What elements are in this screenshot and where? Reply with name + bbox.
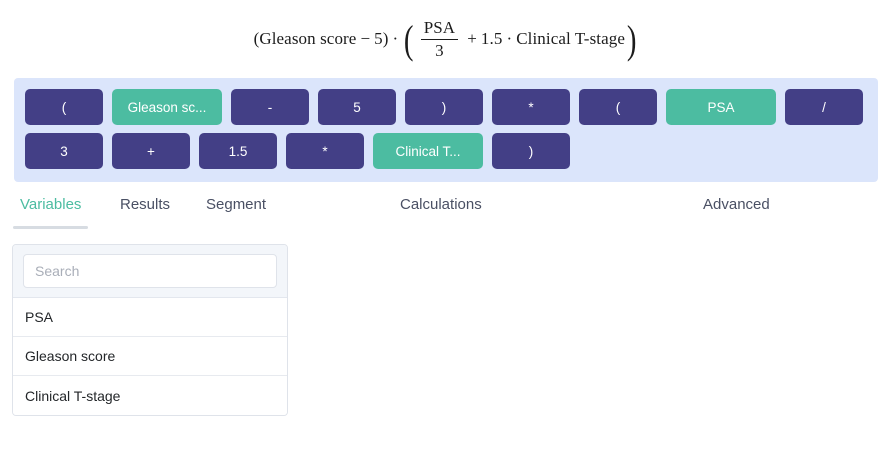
search-container: [13, 245, 287, 298]
formula-token-chip[interactable]: (: [25, 89, 103, 125]
formula-close-paren: ): [382, 29, 389, 48]
formula-token-chip[interactable]: +: [112, 133, 190, 169]
formula-fraction-bar: [420, 38, 459, 40]
formula-open-paren: (: [253, 29, 260, 48]
formula-fraction: PSA 3: [420, 18, 459, 60]
search-input[interactable]: [23, 254, 277, 288]
variable-list-item[interactable]: Clinical T-stage: [13, 376, 287, 415]
variable-list-item[interactable]: Gleason score: [13, 337, 287, 376]
formula-minus-operator: −: [360, 29, 371, 48]
formula-token-chip[interactable]: *: [492, 89, 570, 125]
formula-token-chip[interactable]: /: [785, 89, 863, 125]
formula-token-chip[interactable]: PSA: [666, 89, 776, 125]
formula-variable-gleason: Gleason score: [259, 29, 357, 48]
formula-multiply-dot-1: ·: [392, 29, 399, 48]
tab-bar: Variables Results Segment Calculations Advan…: [0, 194, 892, 236]
formula-preview: (Gleason score−5)·( PSA 3 +1.5·Clinical …: [0, 0, 892, 78]
formula-token-chip[interactable]: 1.5: [199, 133, 277, 169]
formula-fraction-numerator: PSA: [423, 18, 456, 38]
formula-token-chip[interactable]: Gleason sc...: [112, 89, 222, 125]
formula-number-1-5: 1.5: [480, 29, 503, 48]
tab-calculations[interactable]: Calculations: [400, 196, 482, 213]
formula-tokens-bar[interactable]: (Gleason sc...-5)*(PSA/3+1.5*Clinical T.…: [14, 78, 878, 182]
formula-token-chip[interactable]: 5: [318, 89, 396, 125]
rendered-formula: (Gleason score−5)·( PSA 3 +1.5·Clinical …: [253, 17, 637, 62]
formula-token-chip[interactable]: 3: [25, 133, 103, 169]
formula-fraction-denominator: 3: [435, 40, 444, 60]
tab-advanced[interactable]: Advanced: [703, 196, 770, 213]
tab-results[interactable]: Results: [120, 196, 171, 213]
formula-number-5: 5: [374, 29, 383, 48]
formula-variable-clinical-t-stage: Clinical T-stage: [516, 29, 625, 48]
formula-plus-operator: +: [467, 29, 477, 48]
tab-segment[interactable]: Segment: [206, 196, 267, 213]
formula-token-chip[interactable]: -: [231, 89, 309, 125]
formula-token-chip[interactable]: ): [405, 89, 483, 125]
variable-list-item[interactable]: PSA: [13, 298, 287, 337]
formula-token-chip[interactable]: *: [286, 133, 364, 169]
formula-token-chip[interactable]: ): [492, 133, 570, 169]
formula-token-chip[interactable]: (: [579, 89, 657, 125]
formula-multiply-dot-2: ·: [506, 29, 513, 48]
formula-token-chip[interactable]: Clinical T...: [373, 133, 483, 169]
tab-variables[interactable]: Variables: [12, 194, 89, 229]
